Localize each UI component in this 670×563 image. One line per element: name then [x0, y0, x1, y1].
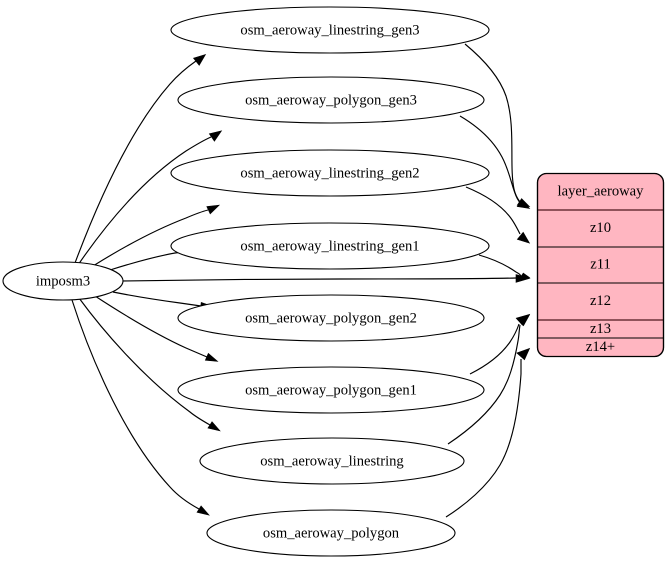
edge-osm_aeroway_linestring-to-z13	[447, 314, 531, 445]
node-osm_aeroway_linestring_gen2[interactable]: osm_aeroway_linestring_gen2	[170, 149, 490, 197]
layer-table-header-label: layer_aeroway	[558, 183, 645, 199]
node-label: osm_aeroway_linestring_gen2	[240, 165, 419, 181]
edge-imposm3-to-osm_aeroway_polygon_gen1	[94, 295, 219, 362]
edge-group-tables-to-layer	[119, 43, 531, 518]
node-label: osm_aeroway_linestring_gen1	[240, 238, 419, 254]
layer-table-row-z14plus[interactable]: z14+	[586, 339, 615, 355]
node-label: osm_aeroway_polygon_gen2	[245, 310, 417, 326]
node-osm_aeroway_linestring_gen3[interactable]: osm_aeroway_linestring_gen3	[170, 6, 490, 54]
node-osm_aeroway_polygon_gen2[interactable]: osm_aeroway_polygon_gen2	[177, 294, 485, 342]
edge-imposm3-to-osm_aeroway_polygon	[71, 299, 210, 516]
node-osm_aeroway_polygon[interactable]: osm_aeroway_polygon	[206, 509, 456, 557]
node-imposm3[interactable]: imposm3	[2, 261, 124, 301]
layer-table-row-z10[interactable]: z10	[590, 220, 611, 236]
layer-table-row-z13[interactable]: z13	[590, 321, 611, 337]
edge-osm_aeroway_polygon-to-z14	[445, 347, 531, 518]
node-label: imposm3	[36, 273, 90, 289]
edge-imposm3-to-osm_aeroway_linestring_gen3	[74, 53, 207, 264]
node-layer_aeroway[interactable]: layer_aeroway z10 z11 z12 z13 z14+	[536, 172, 665, 358]
edge-imposm3-to-osm_aeroway_linestring	[78, 297, 221, 432]
node-osm_aeroway_linestring_gen1[interactable]: osm_aeroway_linestring_gen1	[170, 222, 490, 270]
edge-imposm3-to-osm_aeroway_polygon_gen3	[77, 130, 223, 266]
node-label: osm_aeroway_linestring_gen3	[240, 22, 419, 38]
edge-osm_aeroway_linestring_gen2-to-z11	[465, 186, 531, 244]
layer-table-outline	[536, 172, 665, 358]
edge-osm_aeroway_polygon_gen2-to-z12	[119, 274, 531, 283]
node-label: osm_aeroway_polygon_gen1	[245, 382, 417, 398]
layer-table-row-z12[interactable]: z12	[590, 293, 611, 309]
edge-osm_aeroway_polygon_gen3-to-z10	[459, 115, 531, 209]
node-osm_aeroway_polygon_gen1[interactable]: osm_aeroway_polygon_gen1	[177, 366, 485, 414]
node-label: osm_aeroway_polygon	[263, 525, 400, 541]
node-osm_aeroway_linestring[interactable]: osm_aeroway_linestring	[199, 437, 465, 485]
node-osm_aeroway_polygon_gen3[interactable]: osm_aeroway_polygon_gen3	[177, 76, 485, 124]
layer-table-row-z11[interactable]: z11	[590, 256, 611, 272]
edge-imposm3-to-osm_aeroway_linestring_gen2	[92, 204, 221, 267]
node-label: osm_aeroway_polygon_gen3	[245, 92, 417, 108]
node-label: osm_aeroway_linestring	[260, 453, 404, 469]
